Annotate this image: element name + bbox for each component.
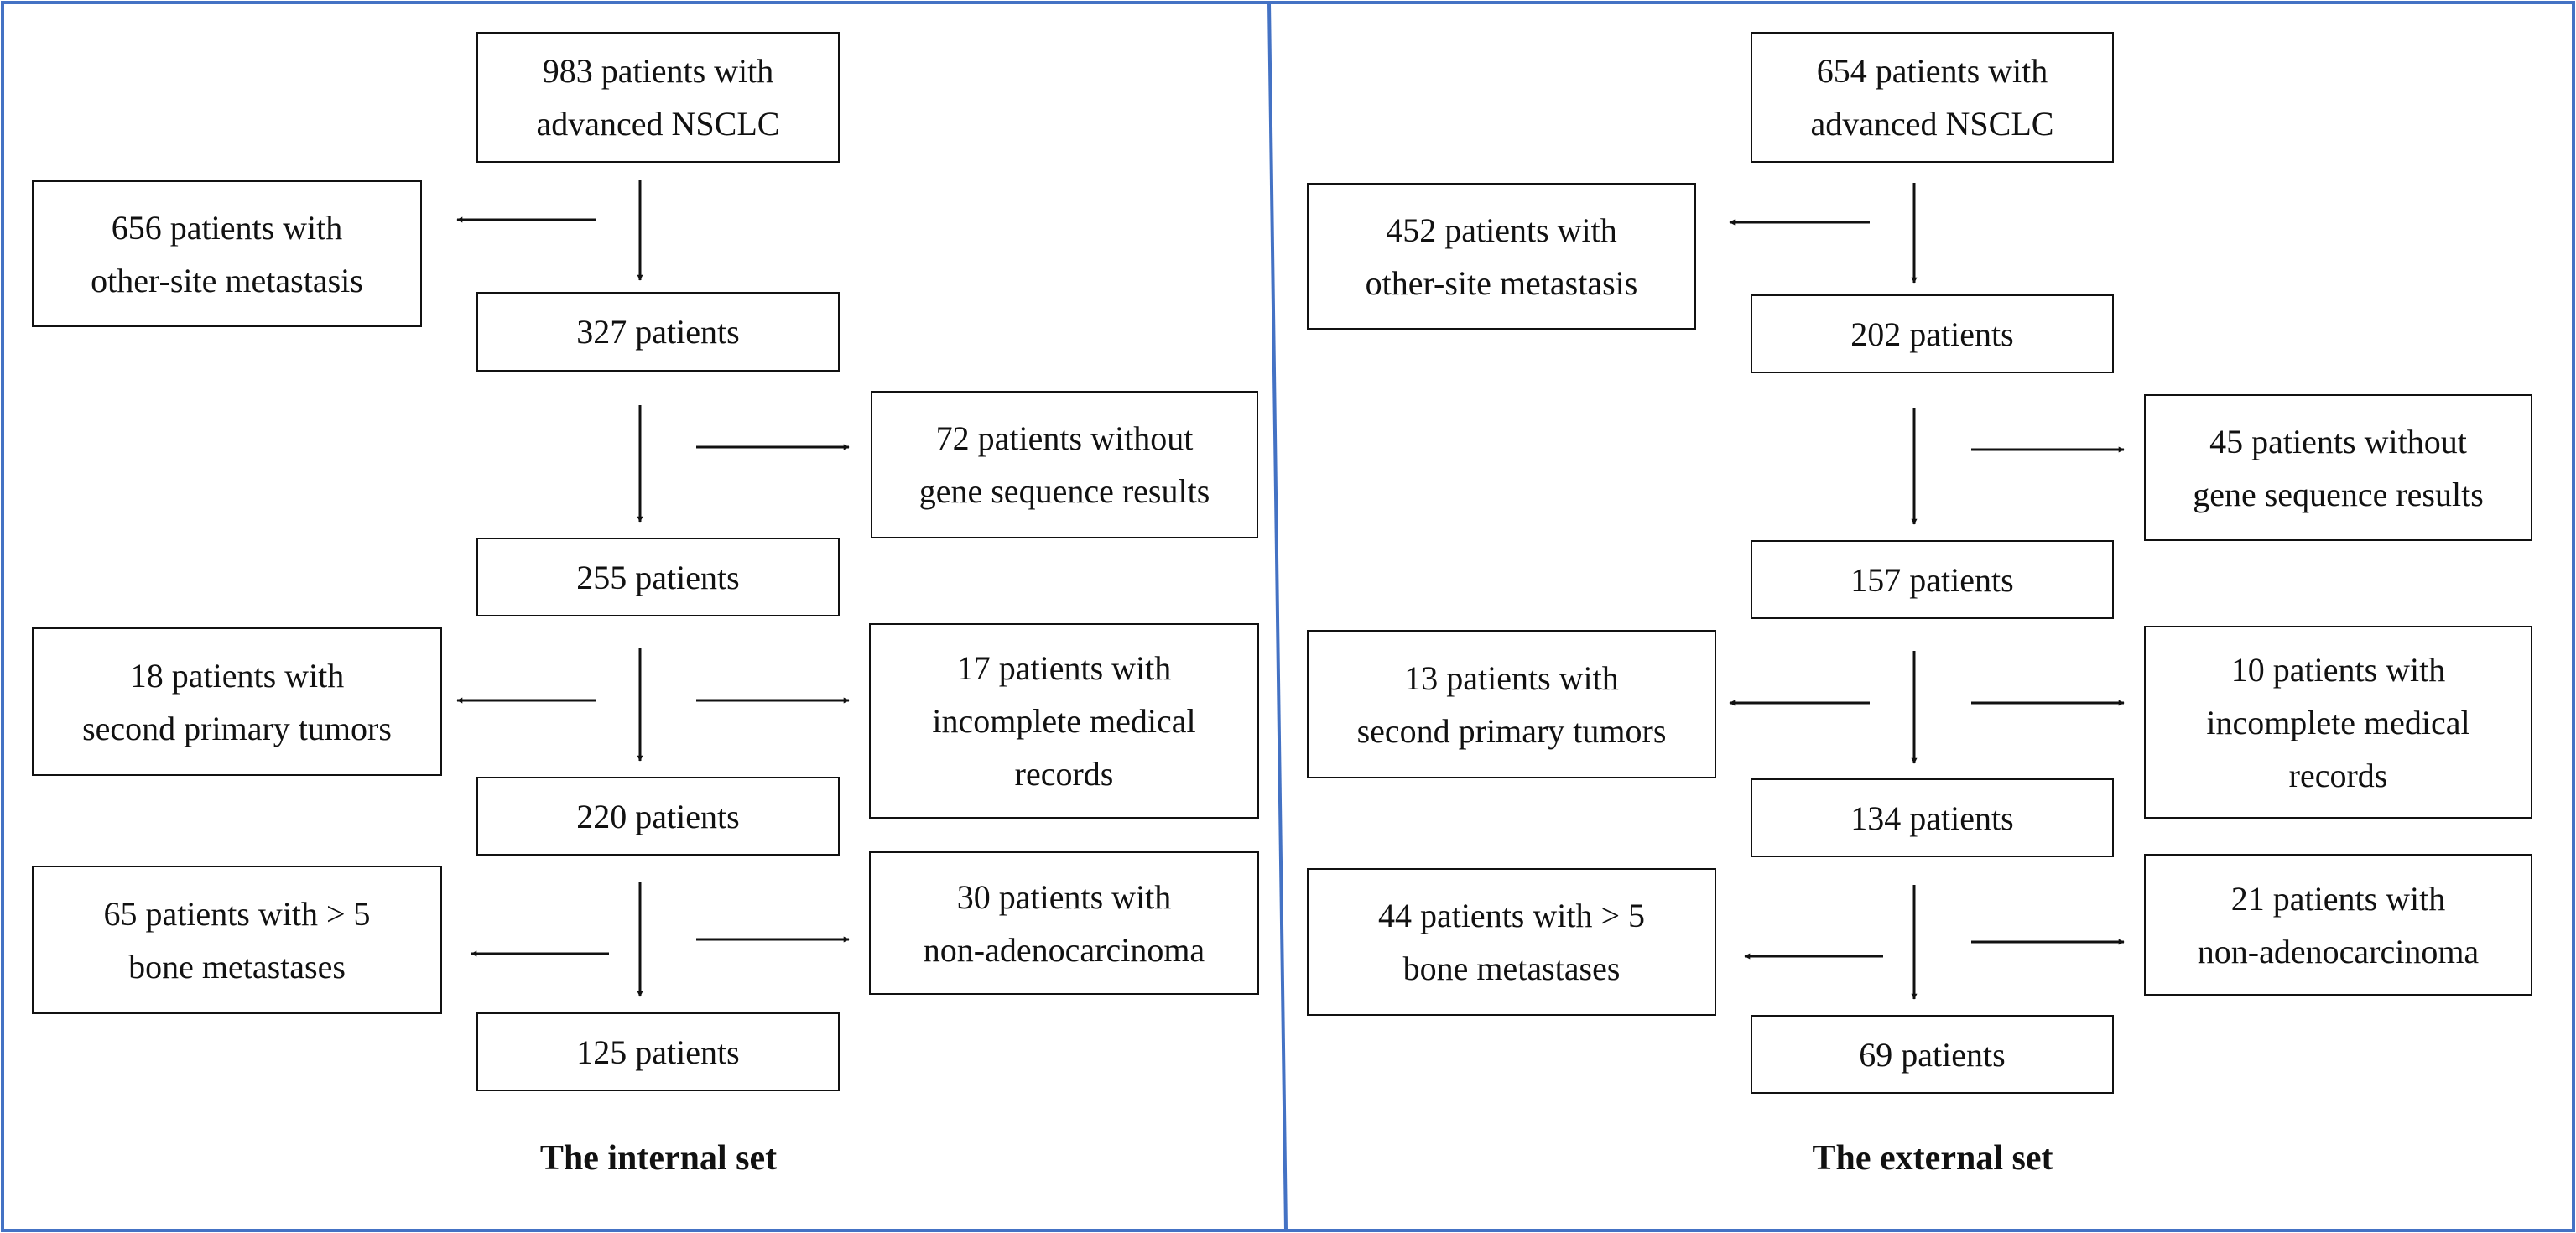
internal-excluded-nonadeno-box: 30 patients with non-adenocarcinoma xyxy=(869,851,1259,995)
external-start-box: 654 patients with advanced NSCLC xyxy=(1751,32,2114,163)
internal-excluded-incomplete-box: 17 patients with incomplete medical reco… xyxy=(869,623,1259,819)
external-set-caption: The external set xyxy=(1812,1139,2053,1178)
external-excluded-second-tumor-box: 13 patients with second primary tumors xyxy=(1307,630,1716,778)
internal-excluded-bone-box: 65 patients with > 5 bone metastases xyxy=(32,866,442,1014)
internal-125-box: 125 patients xyxy=(476,1012,840,1091)
external-excluded-other-site-box: 452 patients with other-site metastasis xyxy=(1307,183,1696,330)
internal-327-box: 327 patients xyxy=(476,292,840,372)
internal-excluded-second-tumor-box: 18 patients with second primary tumors xyxy=(32,627,442,776)
external-134-box: 134 patients xyxy=(1751,778,2114,857)
external-202-box: 202 patients xyxy=(1751,294,2114,373)
internal-excluded-gene-box: 72 patients without gene sequence result… xyxy=(871,391,1258,538)
panel-divider xyxy=(1267,2,1288,1231)
external-excluded-nonadeno-box: 21 patients with non-adenocarcinoma xyxy=(2144,854,2532,996)
internal-excluded-other-site-box: 656 patients with other-site metastasis xyxy=(32,180,422,327)
internal-start-box: 983 patients with advanced NSCLC xyxy=(476,32,840,163)
external-157-box: 157 patients xyxy=(1751,540,2114,619)
internal-255-box: 255 patients xyxy=(476,538,840,616)
external-excluded-bone-box: 44 patients with > 5 bone metastases xyxy=(1307,868,1716,1016)
external-excluded-gene-box: 45 patients without gene sequence result… xyxy=(2144,394,2532,541)
external-excluded-incomplete-box: 10 patients with incomplete medical reco… xyxy=(2144,626,2532,819)
internal-220-box: 220 patients xyxy=(476,777,840,856)
internal-set-caption: The internal set xyxy=(539,1139,778,1178)
external-69-box: 69 patients xyxy=(1751,1015,2114,1094)
